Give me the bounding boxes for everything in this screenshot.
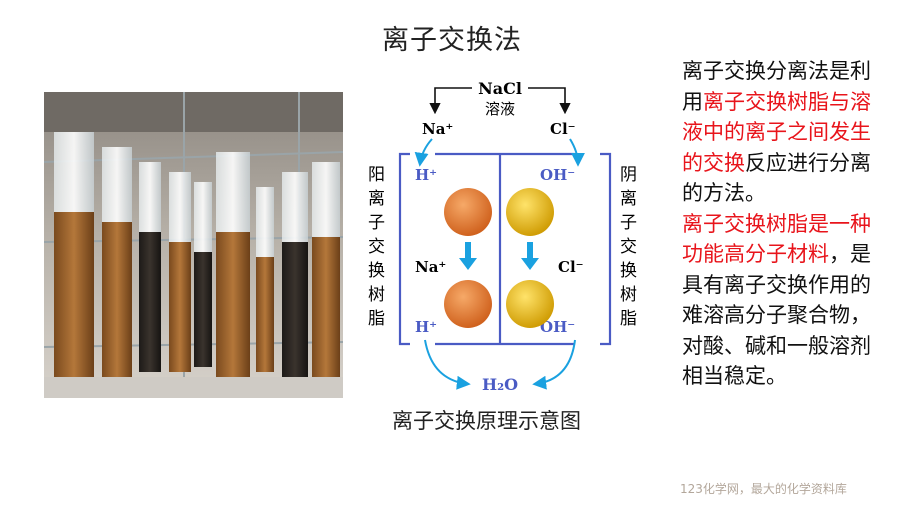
anion-down-arrow <box>521 242 539 270</box>
anion-resin-ball-top <box>506 188 554 236</box>
h-top-label: H⁺ <box>415 166 437 184</box>
anion-resin-label: 阴离子交换树脂 <box>620 165 637 329</box>
text-p1-highlight: 离子交换树脂与溶液中的离子之间发生的交换 <box>682 89 871 175</box>
column-frame <box>398 152 612 346</box>
na-entry-arrow <box>414 138 433 167</box>
solution-label: 溶液 <box>485 100 515 118</box>
cation-resin-ball-bottom <box>444 280 492 328</box>
left-feed-arrow <box>429 87 472 115</box>
cl-in-label: Cl⁻ <box>550 120 576 138</box>
na-in-label: Na⁺ <box>422 120 453 138</box>
water-product-label: H₂O <box>482 375 518 394</box>
h-to-water-arrow <box>424 339 471 390</box>
cation-down-arrow <box>459 242 477 270</box>
text-p2-highlight: 离子交换树脂是一种功能高分子材料 <box>682 211 871 267</box>
cation-resin-label: 阳离子交换树脂 <box>368 165 385 329</box>
oh-to-water-arrow <box>532 339 576 390</box>
page-title: 离子交换法 <box>382 25 522 56</box>
cation-resin-ball-top <box>444 188 492 236</box>
ion-exchange-diagram: NaCl 溶液 Na⁺ Cl⁻ 阳离子交换树脂 阴离子交换树脂 H⁺ OH⁻ N… <box>368 79 637 394</box>
right-feed-arrow <box>528 87 571 115</box>
anion-resin-ball-bottom <box>506 280 554 328</box>
ion-exchange-columns-photo <box>44 92 343 398</box>
nacl-formula: NaCl <box>478 79 522 98</box>
cl-entry-arrow <box>569 138 585 167</box>
na-bottom-label: Na⁺ <box>415 258 446 276</box>
text-p1-b: 反应进行分离的方法。 <box>682 150 871 206</box>
oh-out-label: OH⁻ <box>540 318 575 336</box>
text-p1-a: 离子交换分离法是利用 <box>682 59 871 114</box>
text-p2-b: ，是具有离子交换作用的难溶高分子聚合物，对酸、碱和一般溶剂相当稳定。 <box>682 242 871 388</box>
oh-top-label: OH⁻ <box>540 166 575 184</box>
cl-bottom-label: Cl⁻ <box>558 258 584 276</box>
h-out-label: H⁺ <box>415 318 437 336</box>
footer-watermark: 123化学网，最大的化学资料库 <box>680 482 847 496</box>
diagram-caption: 离子交换原理示意图 <box>392 409 581 433</box>
explanation-text: 离子交换分离法是利用离子交换树脂与溶液中的离子之间发生的交换反应进行分离的方法。… <box>682 56 887 392</box>
